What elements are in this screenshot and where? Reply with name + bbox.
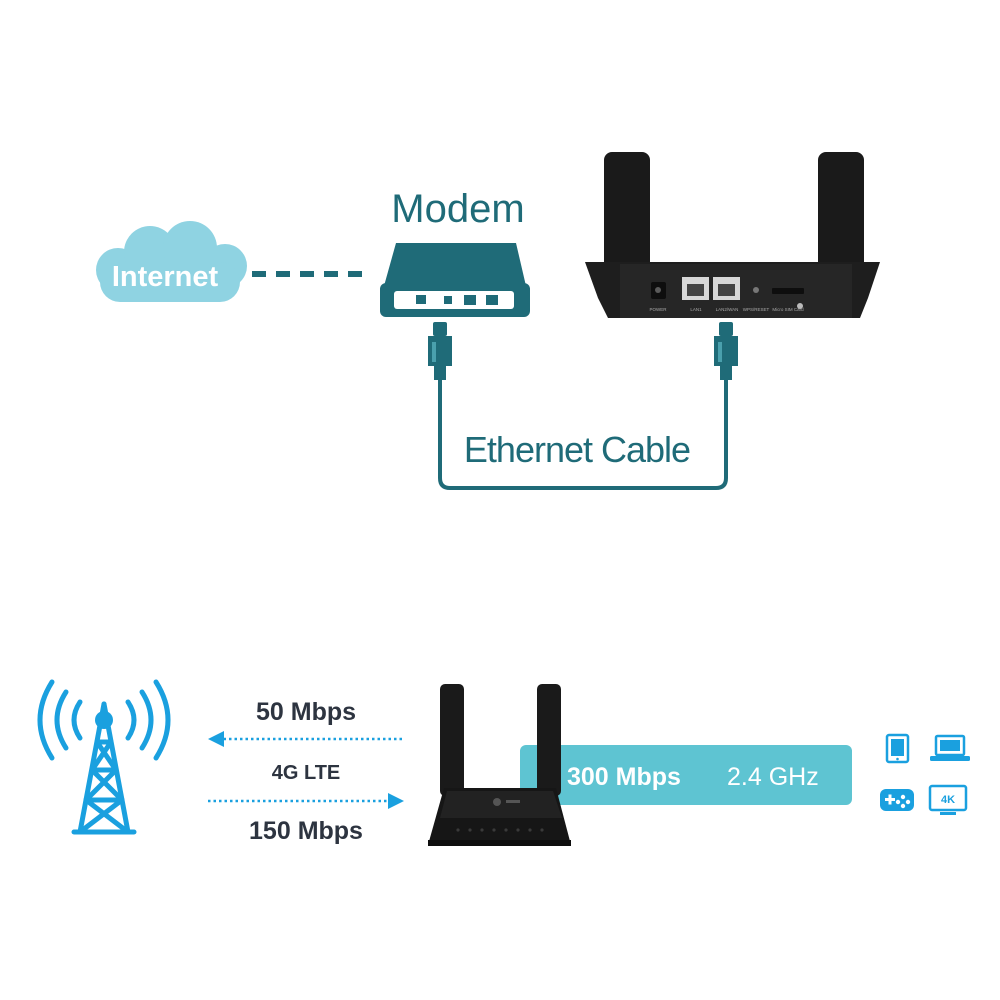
ethernet-cable: Ethernet Cable	[428, 322, 738, 490]
modem-label: Modem	[391, 187, 524, 231]
cell-tower	[37, 679, 171, 835]
tablet-icon	[885, 733, 910, 764]
cloud-icon	[96, 221, 247, 302]
gamepad-icon	[880, 789, 914, 811]
tv-4k-icon: 4K	[928, 784, 968, 815]
download-arrow	[208, 793, 404, 809]
router-front	[428, 684, 571, 846]
upload-speed: 50 Mbps	[256, 698, 356, 726]
ethernet-plug-icon	[714, 322, 738, 380]
modem: Modem	[380, 187, 530, 317]
port-label-sim: Micro SIM Card	[772, 307, 804, 312]
router-front-icon	[428, 684, 571, 846]
wifi-band: 2.4 GHz	[727, 763, 819, 791]
internet-label: Internet	[112, 261, 219, 293]
port-label-power: POWER	[649, 307, 667, 312]
download-speed: 150 Mbps	[249, 817, 363, 845]
network-type: 4G LTE	[272, 762, 341, 784]
port-label-lan2-wan: LAN2/WAN	[716, 307, 739, 312]
wifi-speed: 300 Mbps	[567, 763, 681, 791]
ethernet-cable-label: Ethernet Cable	[464, 429, 690, 470]
router-rear-icon	[585, 152, 880, 318]
upload-arrow	[208, 731, 402, 747]
antenna-tip	[95, 711, 113, 729]
modem-icon	[380, 243, 530, 317]
internet-cloud: Internet	[96, 221, 247, 302]
laptop-icon	[930, 734, 970, 761]
port-label-wps-reset: WPS/RESET	[743, 307, 770, 312]
port-label-lan1: LAN1	[690, 307, 702, 312]
device-icons: 4K	[880, 733, 970, 815]
ethernet-plug-icon	[428, 322, 452, 380]
router-rear: POWER LAN1 LAN2/WAN WPS/RESET Micro SIM …	[585, 152, 880, 318]
signal-waves-icon	[37, 679, 171, 761]
tv-4k-badge: 4K	[941, 794, 955, 806]
wifi-speed-bar: 300 Mbps 2.4 GHz	[520, 745, 852, 805]
